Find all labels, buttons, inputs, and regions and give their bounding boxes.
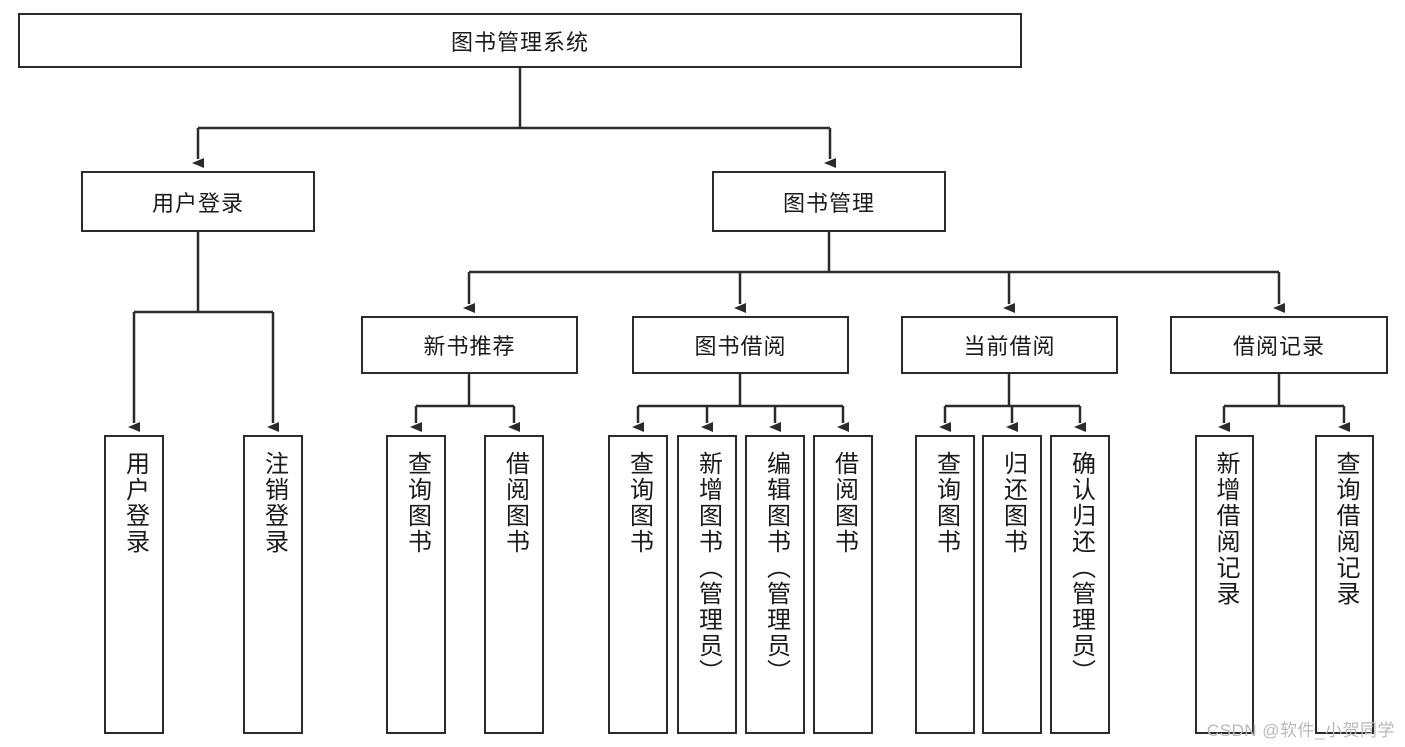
node-label: 图书管理 [782, 190, 875, 216]
node-label: 注销登录 [260, 451, 288, 555]
node-label: 归还图书 [999, 451, 1027, 555]
node-label: 图书管理系统 [450, 29, 589, 55]
leaf-query-book-recommend[interactable]: 查询图书 [386, 435, 446, 734]
leaf-logout[interactable]: 注销登录 [243, 435, 303, 734]
leaf-add-borrow-record[interactable]: 新增借阅记录 [1195, 435, 1254, 734]
node-label: 查询图书 [403, 451, 431, 555]
leaf-edit-book-admin[interactable]: 编辑图书（管理员） [745, 435, 805, 734]
node-label: 图书借阅 [694, 334, 787, 359]
node-label: 查询图书 [932, 451, 960, 555]
node-new-book-recommend[interactable]: 新书推荐 [361, 316, 578, 374]
node-root[interactable]: 图书管理系统 [18, 13, 1022, 68]
leaf-query-book-borrow[interactable]: 查询图书 [608, 435, 668, 734]
node-borrow-record[interactable]: 借阅记录 [1170, 316, 1388, 374]
node-label: 用户登录 [151, 190, 244, 216]
leaf-query-book-current[interactable]: 查询图书 [915, 435, 975, 734]
node-label: 借阅记录 [1232, 334, 1325, 359]
node-label: 新增借阅记录 [1211, 451, 1239, 607]
leaf-return-book[interactable]: 归还图书 [982, 435, 1042, 734]
node-label: 确认归还（管理员） [1067, 451, 1095, 685]
node-label: 新书推荐 [423, 334, 516, 359]
node-label: 用户登录 [121, 451, 149, 555]
leaf-user-login[interactable]: 用户登录 [104, 435, 164, 734]
leaf-confirm-return-admin[interactable]: 确认归还（管理员） [1050, 435, 1110, 734]
node-label: 借阅图书 [830, 451, 858, 555]
node-label: 查询图书 [625, 451, 653, 555]
node-label: 编辑图书（管理员） [762, 451, 790, 685]
node-book-borrow[interactable]: 图书借阅 [632, 316, 849, 374]
node-label: 当前借阅 [963, 334, 1056, 359]
leaf-add-book-admin[interactable]: 新增图书（管理员） [677, 435, 737, 734]
node-user-login[interactable]: 用户登录 [81, 171, 315, 232]
node-book-management[interactable]: 图书管理 [712, 171, 946, 232]
node-label: 查询借阅记录 [1331, 451, 1359, 607]
leaf-query-borrow-record[interactable]: 查询借阅记录 [1315, 435, 1374, 734]
node-current-borrow[interactable]: 当前借阅 [901, 316, 1118, 374]
leaf-borrow-book-recommend[interactable]: 借阅图书 [484, 435, 544, 734]
node-label: 新增图书（管理员） [694, 451, 722, 685]
node-label: 借阅图书 [501, 451, 529, 555]
leaf-borrow-book[interactable]: 借阅图书 [813, 435, 873, 734]
